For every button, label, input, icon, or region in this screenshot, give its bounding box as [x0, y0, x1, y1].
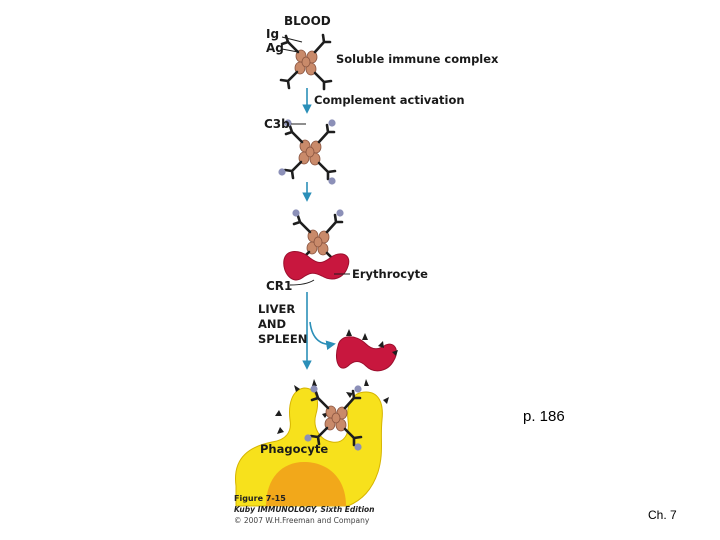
label-liver: LIVER [258, 302, 295, 316]
label-ig: Ig [266, 27, 279, 41]
label-blood: BLOOD [284, 14, 331, 28]
label-phagocyte: Phagocyte [260, 442, 328, 456]
caption-copyright: © 2007 W.H.Freeman and Company [234, 516, 370, 525]
label-soluble-immune-complex: Soluble immune complex [336, 52, 499, 66]
label-and: AND [258, 317, 286, 331]
cr1-pointer [289, 279, 315, 286]
label-ag: Ag [266, 41, 284, 55]
ig-pointer [281, 36, 303, 43]
label-c3b: C3b [264, 117, 290, 131]
released-erythrocyte [335, 329, 398, 372]
label-cr1: CR1 [266, 279, 292, 293]
chapter-label: Ch. 7 [648, 508, 677, 522]
label-erythrocyte: Erythrocyte [352, 267, 428, 281]
phagocyte-nucleus [266, 462, 346, 506]
label-spleen: SPLEEN [258, 332, 307, 346]
erythrocyte-cell [283, 251, 350, 281]
page-reference: p. 186 [523, 408, 565, 425]
erythrocyte-release-arrow [309, 321, 336, 350]
caption-figure: Figure 7-15 [234, 494, 286, 503]
soluble-immune-complex [279, 33, 333, 91]
ag-pointer [281, 48, 299, 53]
caption-book: Kuby IMMUNOLOGY, Sixth Edition [234, 505, 375, 514]
label-complement-activation: Complement activation [314, 93, 465, 107]
